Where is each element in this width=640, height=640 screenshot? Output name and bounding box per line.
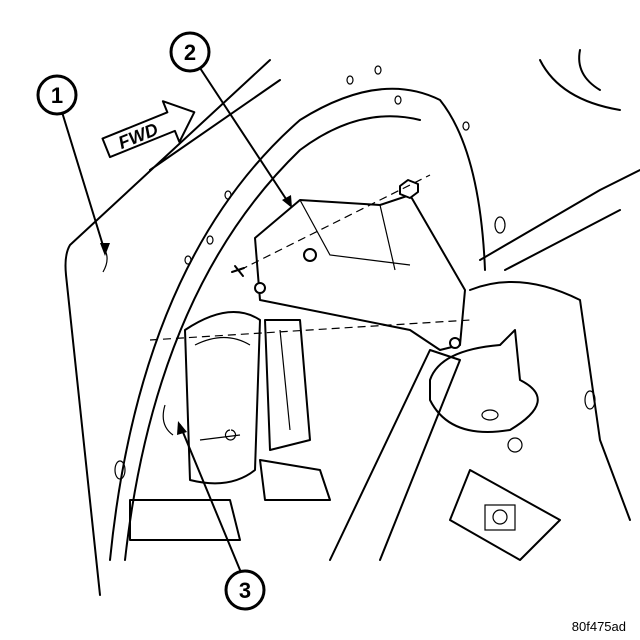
fender-detail <box>102 249 174 436</box>
svg-text:2: 2 <box>184 40 196 65</box>
bracket <box>254 194 466 351</box>
tire <box>539 49 621 111</box>
fender-panel <box>64 59 281 596</box>
engine-bay <box>184 311 331 501</box>
figure-id: 80f475ad <box>571 619 626 634</box>
fwd-arrow: FWD <box>101 100 196 159</box>
arrowhead-2 <box>282 195 292 208</box>
arrowhead-3 <box>177 421 187 435</box>
leader-2 <box>199 67 291 206</box>
wheel-arch <box>109 87 486 561</box>
callout-2: 2 <box>169 31 211 73</box>
svg-text:1: 1 <box>51 83 63 108</box>
arrowhead-1 <box>100 243 110 256</box>
svg-text:3: 3 <box>239 578 251 603</box>
leader-1 <box>61 111 106 253</box>
bracket-nut <box>303 248 317 262</box>
mount <box>484 504 516 531</box>
callout-1: 1 <box>36 74 78 116</box>
strut-tower <box>429 329 539 433</box>
leader-3 <box>179 424 241 571</box>
callout-3: 3 <box>224 569 266 611</box>
nut <box>399 179 419 199</box>
